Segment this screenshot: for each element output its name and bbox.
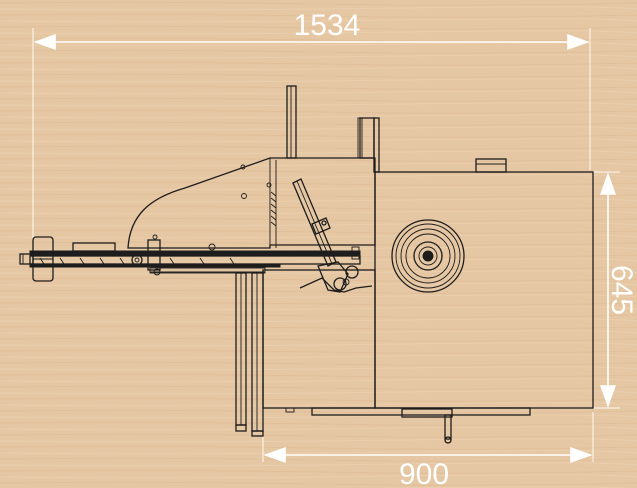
dimension-table-depth: 645 [593, 171, 637, 409]
fence-end-knob [19, 236, 54, 282]
dimension-label-table-depth: 645 [605, 265, 637, 315]
bottom-handle [444, 414, 452, 440]
bottom-rail [311, 407, 531, 416]
dimension-label-table-width: 900 [399, 458, 449, 488]
blade-guard-housing [127, 157, 376, 251]
saw-blade [391, 219, 465, 293]
tilting-clamp-arm [292, 178, 373, 293]
dimension-overall-width: 1534 [32, 9, 591, 250]
front-vertical-rail [235, 272, 264, 437]
dimension-table-width: 900 [262, 412, 594, 488]
dimension-label-overall-width: 1534 [294, 9, 361, 42]
top-knob [475, 158, 507, 173]
